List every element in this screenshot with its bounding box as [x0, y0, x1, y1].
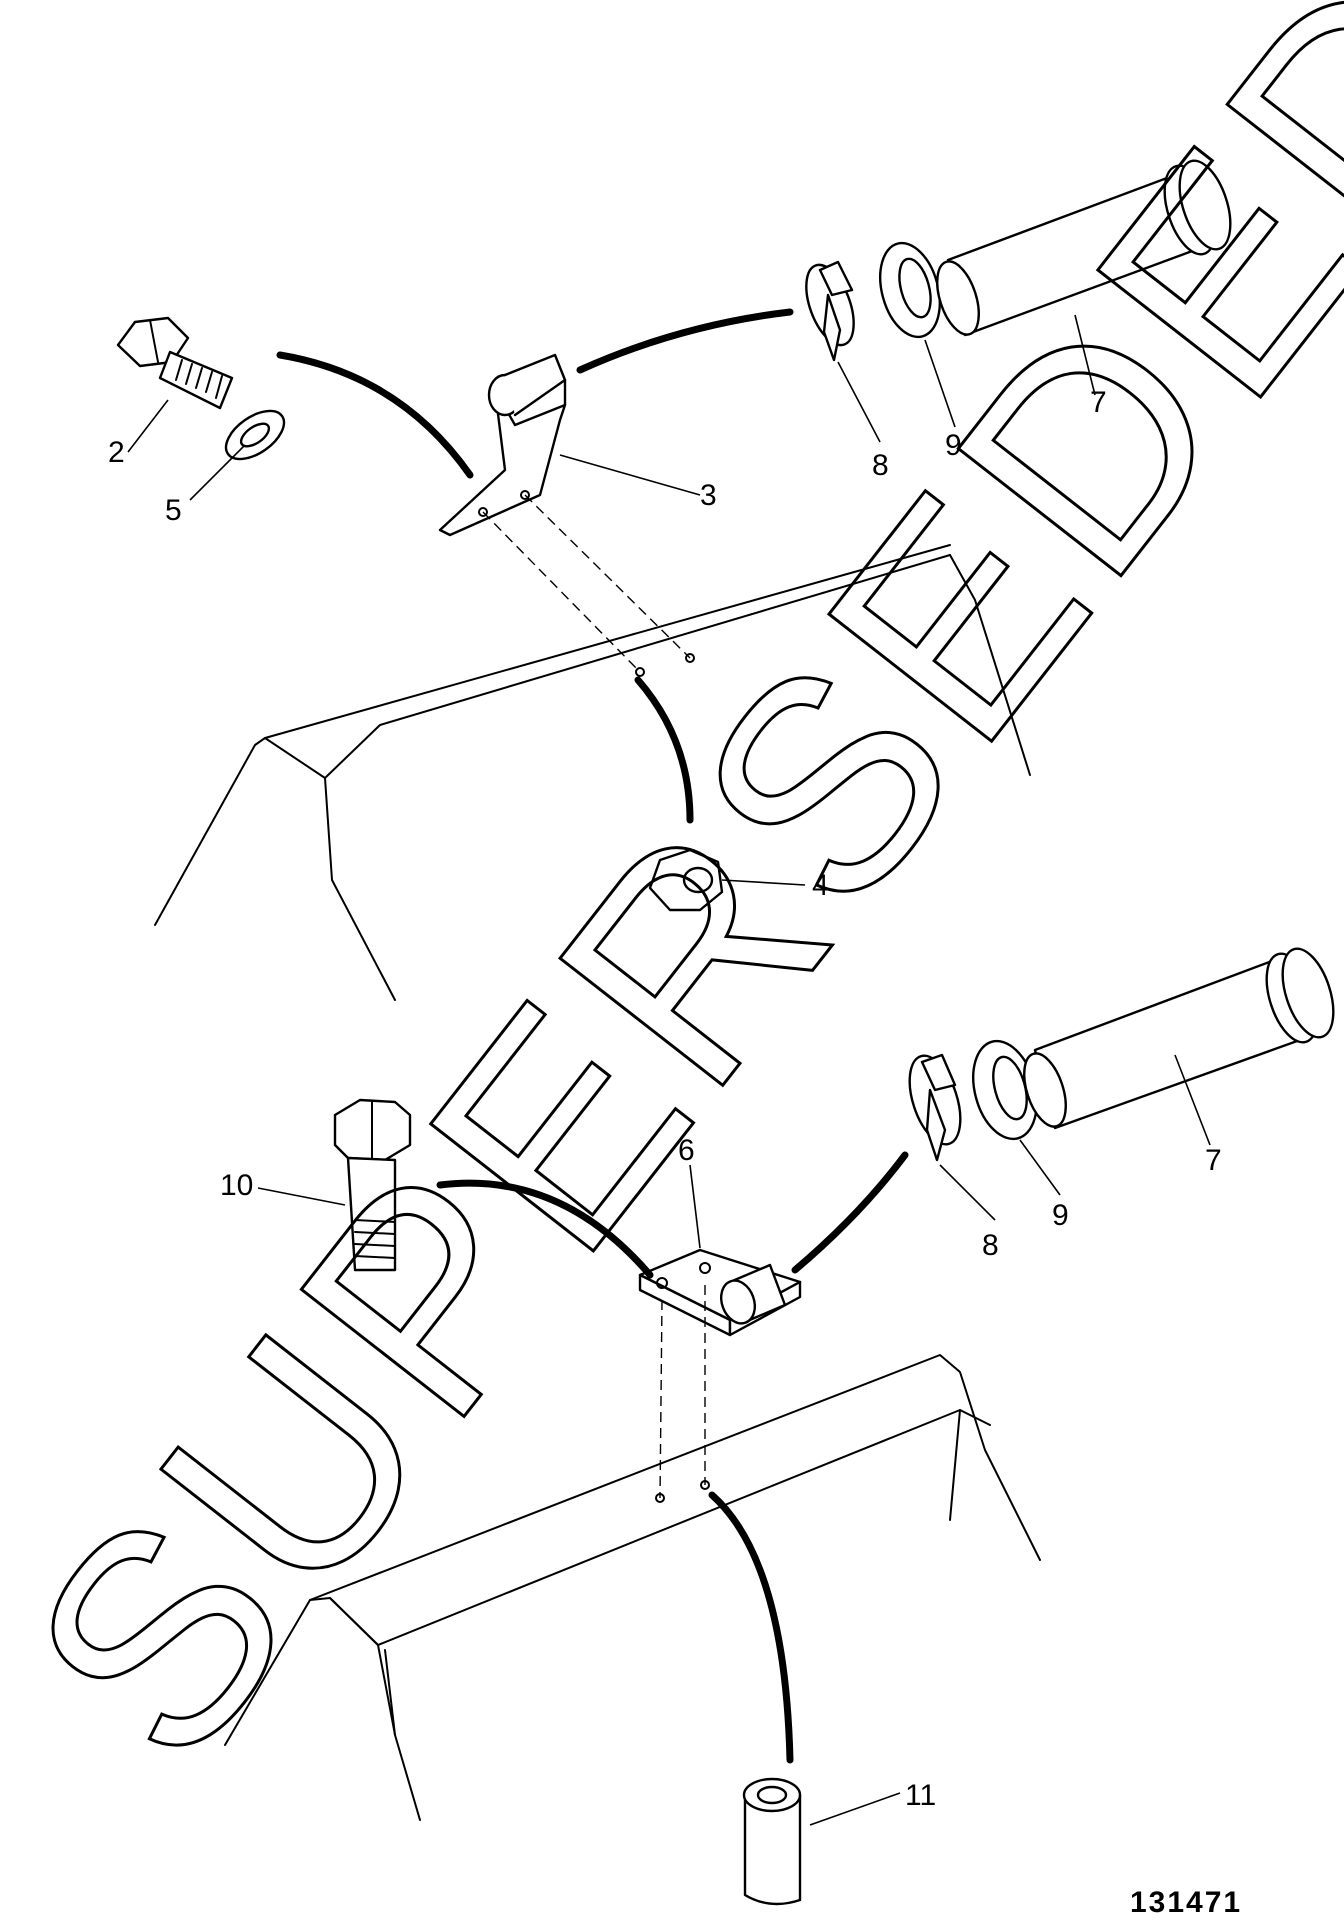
- lower-body-panel: [224, 1354, 1041, 1821]
- callout-2: 2: [108, 436, 125, 469]
- hinge-bracket-part-3: [438, 353, 567, 537]
- callout-3: 3: [700, 479, 717, 512]
- nut-part-4: [648, 848, 724, 912]
- washer-part-5: [224, 409, 286, 461]
- bolt-part-10: [333, 1098, 412, 1272]
- bolt-part-2: [116, 316, 234, 410]
- callout-10: 10: [220, 1169, 253, 1202]
- superseded-watermark: SUPERSEDED: [0, 0, 1344, 1821]
- linch-pin-part-8-upper: [805, 260, 855, 362]
- washer-part-9-upper: [879, 241, 941, 339]
- callout-8-lower: 8: [982, 1229, 999, 1262]
- fixing-line: [659, 1299, 663, 1499]
- arrow-bracket-to-pin: [576, 308, 794, 374]
- pivot-pin-part-7-lower: [1023, 947, 1335, 1130]
- callout-9-lower: 9: [1052, 1199, 1069, 1232]
- fixing-line: [482, 511, 641, 673]
- callout-4: 4: [812, 869, 829, 902]
- callout-7-lower: 7: [1205, 1144, 1222, 1177]
- drawing-number: 131471: [1130, 1886, 1242, 1919]
- linch-pin-part-8-lower: [908, 1053, 962, 1162]
- arrow-hole-to-nut: [634, 676, 694, 824]
- arrow-bracket-to-bolt: [436, 1179, 654, 1279]
- hinge-bracket-part-6: [638, 1248, 802, 1337]
- leader-lines: [127, 314, 1211, 1826]
- insert-nut-part-11: [742, 1777, 802, 1906]
- callout-8-upper: 8: [872, 449, 889, 482]
- callout-5: 5: [165, 494, 182, 527]
- callout-7-upper: 7: [1090, 386, 1107, 419]
- arrow-hole-to-insert: [708, 1491, 794, 1764]
- pivot-pin-part-7-upper: [936, 159, 1232, 337]
- callout-9-upper: 9: [945, 429, 962, 462]
- upper-body-panel: [154, 544, 1031, 1001]
- fixing-line: [524, 494, 691, 659]
- callout-11: 11: [905, 1779, 936, 1812]
- washer-part-9-lower: [972, 1039, 1038, 1141]
- arrow-bracket-to-pin: [791, 1151, 909, 1274]
- arrow-bracket-to-bolt: [276, 351, 474, 479]
- callout-6: 6: [678, 1134, 695, 1167]
